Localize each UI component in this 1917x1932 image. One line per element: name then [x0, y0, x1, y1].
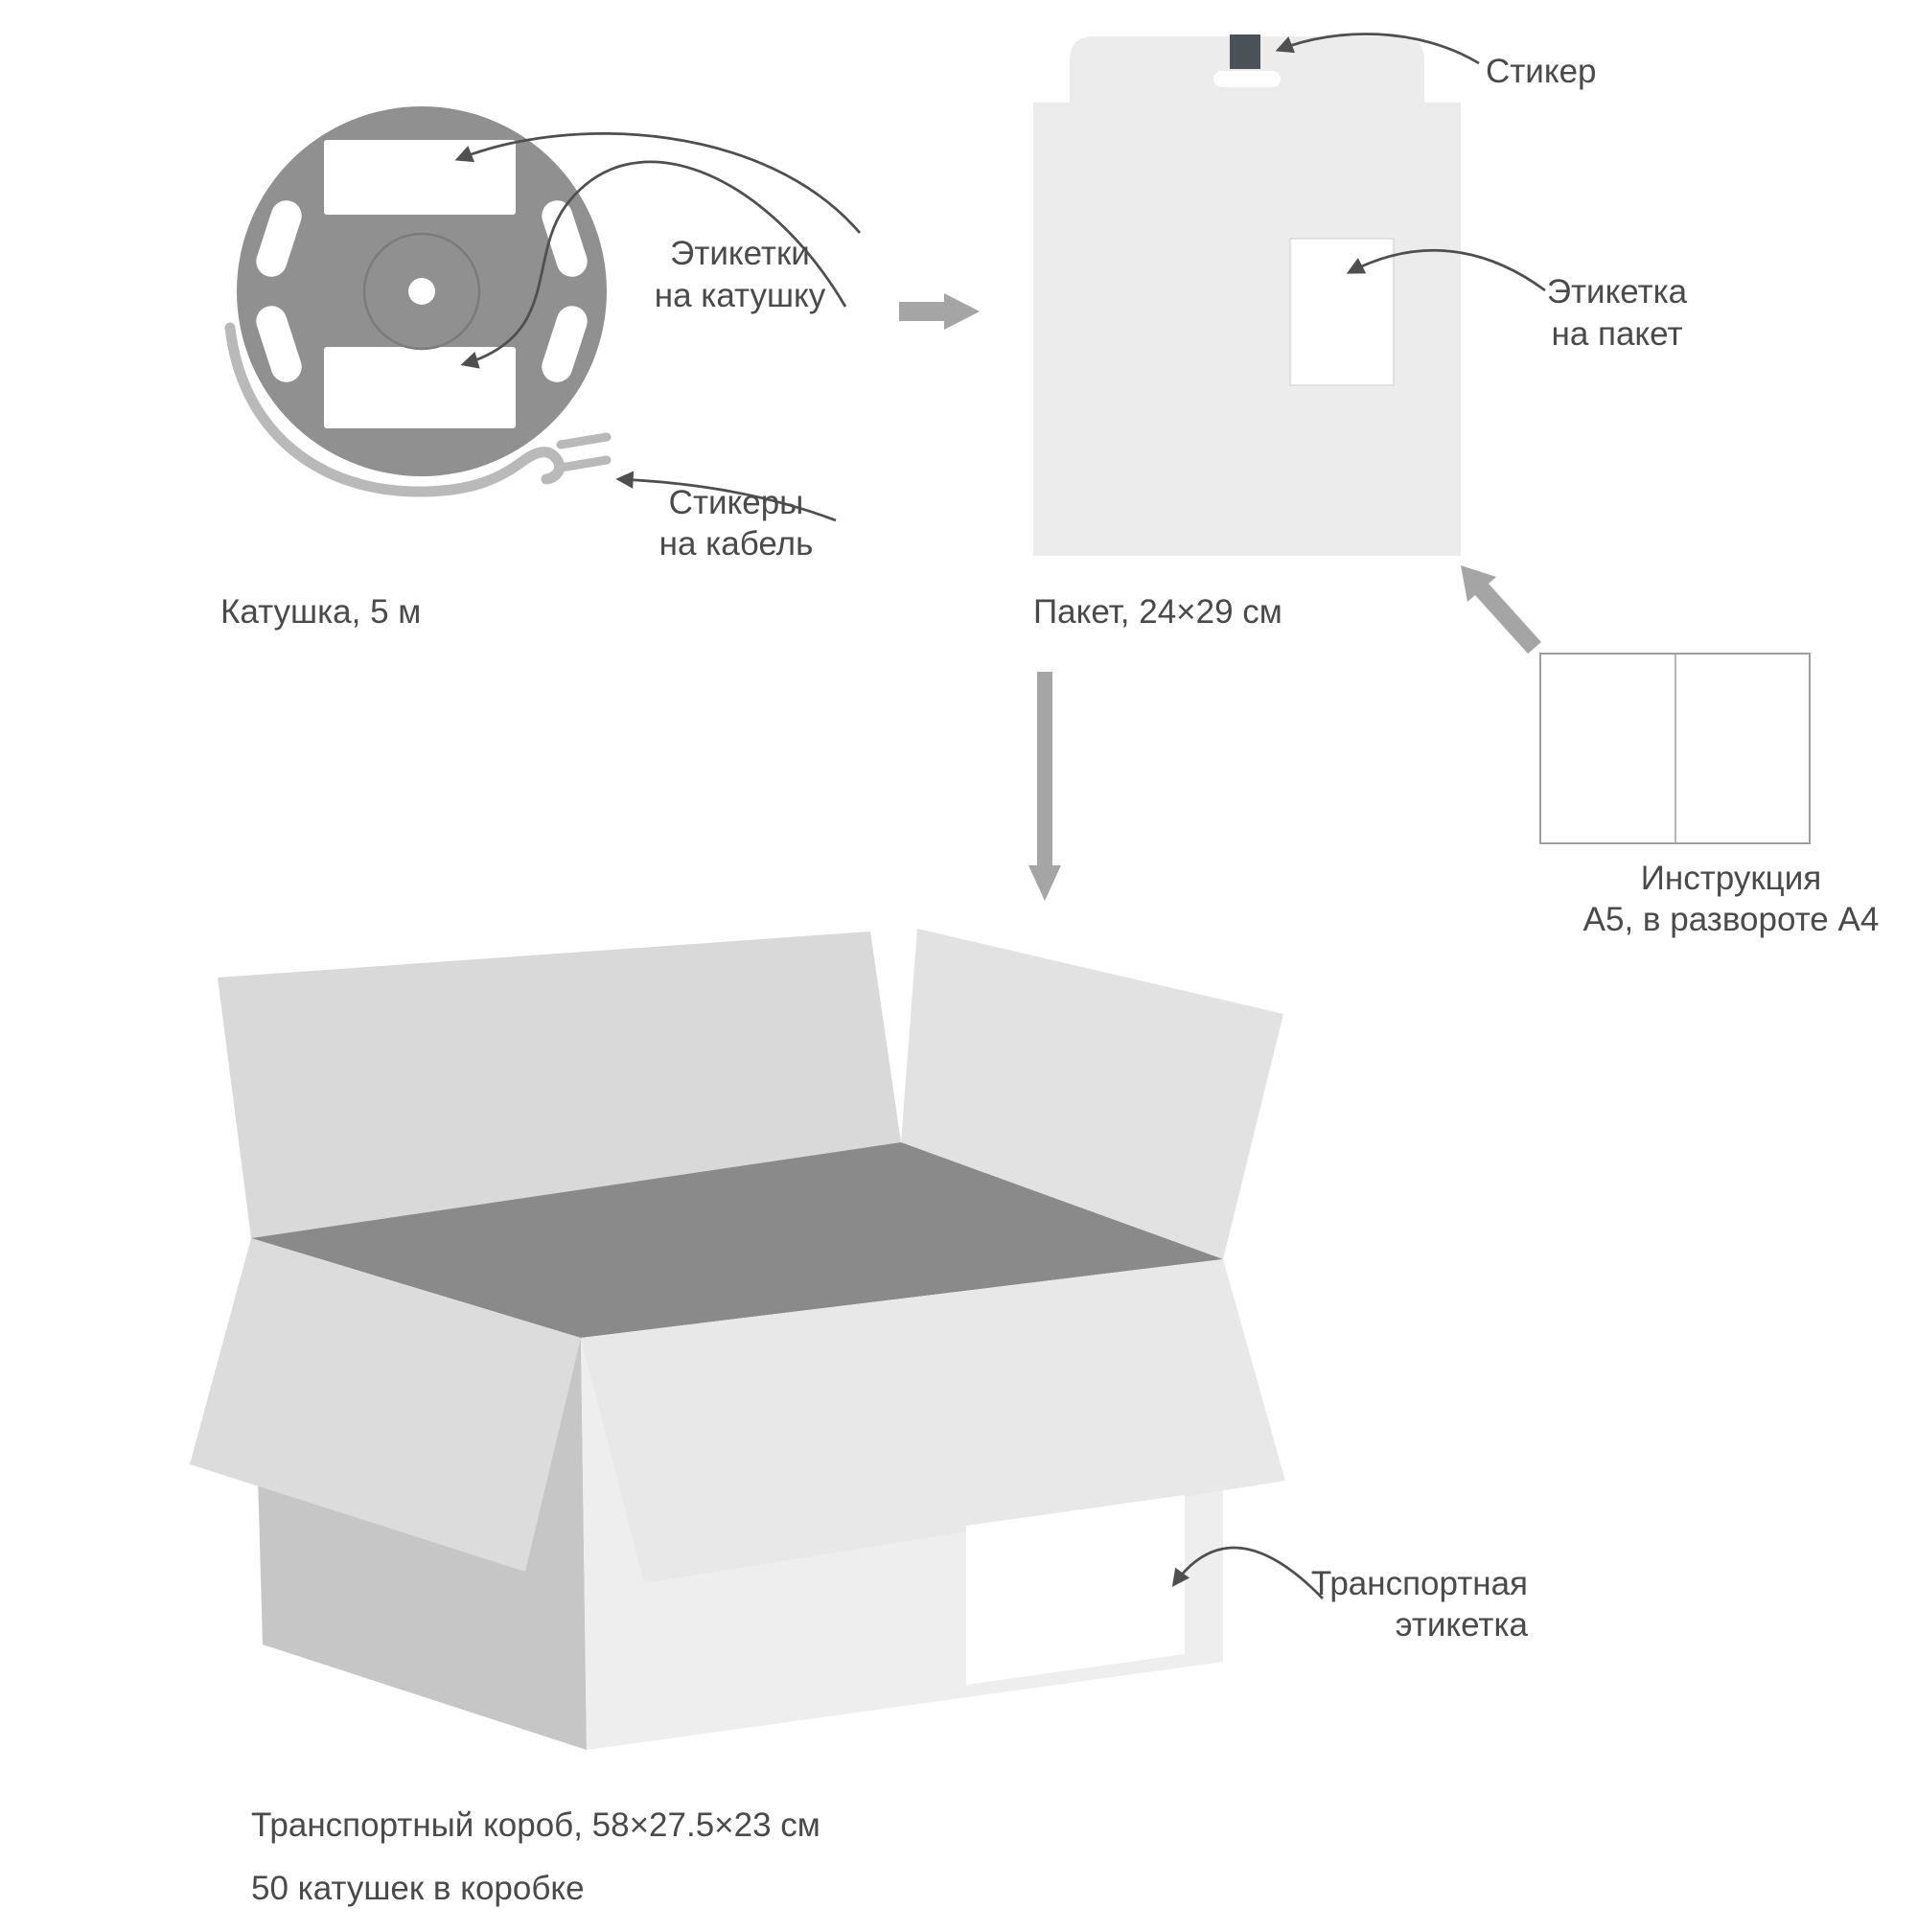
box-caption-line2: 50 катушек в коробке [251, 1870, 585, 1907]
cable-stickers-text-line1: Стикеры [669, 484, 804, 521]
instruction-label-line2: А5, в развороте А4 [1583, 901, 1880, 938]
reel-label-bottom [324, 347, 516, 428]
package-header [1070, 36, 1424, 104]
cable-sticker-flag-2 [556, 455, 612, 472]
instruction-label-line1: Инструкция [1641, 860, 1821, 897]
transport-label-text-line2: этикетка [1396, 1606, 1529, 1644]
curved-arrow-sticker-icon [1275, 33, 1480, 65]
transport-label-text-line1: Транспортная [1311, 1565, 1528, 1602]
reel-caption: Катушка, 5 м [220, 593, 421, 631]
curved-arrow-spool-label-bottom-icon [460, 160, 847, 369]
sticker-label-text: Стикер [1486, 53, 1597, 90]
box-interior [251, 1142, 1223, 1338]
package-body [1033, 103, 1461, 556]
reel-slot-top-right [542, 200, 588, 277]
curved-arrow-cable-stickers-icon [615, 471, 837, 522]
reel-hub-hole [408, 278, 435, 305]
reel-slot-top-left [256, 200, 302, 277]
spool-labels-text-line1: Этикетки [670, 235, 810, 272]
box-back-right-flap [901, 929, 1283, 1259]
package-caption: Пакет, 24×29 см [1033, 593, 1282, 631]
curved-arrow-transport-label-icon [1171, 1546, 1324, 1599]
cable-path [224, 322, 566, 497]
reel-slot-bottom-left [256, 306, 302, 382]
package-label [1289, 238, 1395, 386]
package-hang-slot [1213, 71, 1281, 87]
box-back-left-flap [218, 932, 901, 1238]
package-sticker [1230, 34, 1260, 69]
reel-group [224, 106, 612, 497]
box-transport-label [966, 1495, 1185, 1685]
arrow-down-icon [1028, 672, 1061, 901]
box-front-flap [581, 1259, 1285, 1583]
reel-slot-bottom-right [542, 306, 588, 382]
arrow-right-icon [899, 293, 980, 330]
shipping-box-group [190, 929, 1285, 1750]
package-label-text-line2: на пакет [1552, 315, 1683, 353]
reel-label-top [324, 140, 516, 215]
box-caption-line1: Транспортный короб, 58×27.5×23 см [251, 1806, 820, 1844]
curved-arrow-spool-label-top-icon [454, 132, 862, 234]
box-left-flap [190, 1238, 581, 1572]
curved-arrow-package-label-icon [1346, 248, 1546, 292]
spool-labels-text-line2: на катушку [655, 277, 826, 314]
cable-stickers-text-line2: на кабель [659, 525, 814, 563]
instruction-sheet-group [1461, 565, 1811, 844]
package-group [1033, 34, 1461, 556]
package-label-text-line1: Этикетка [1547, 273, 1688, 310]
arrow-up-left-icon [1461, 565, 1541, 654]
cable-sticker-flag-1 [556, 432, 612, 449]
